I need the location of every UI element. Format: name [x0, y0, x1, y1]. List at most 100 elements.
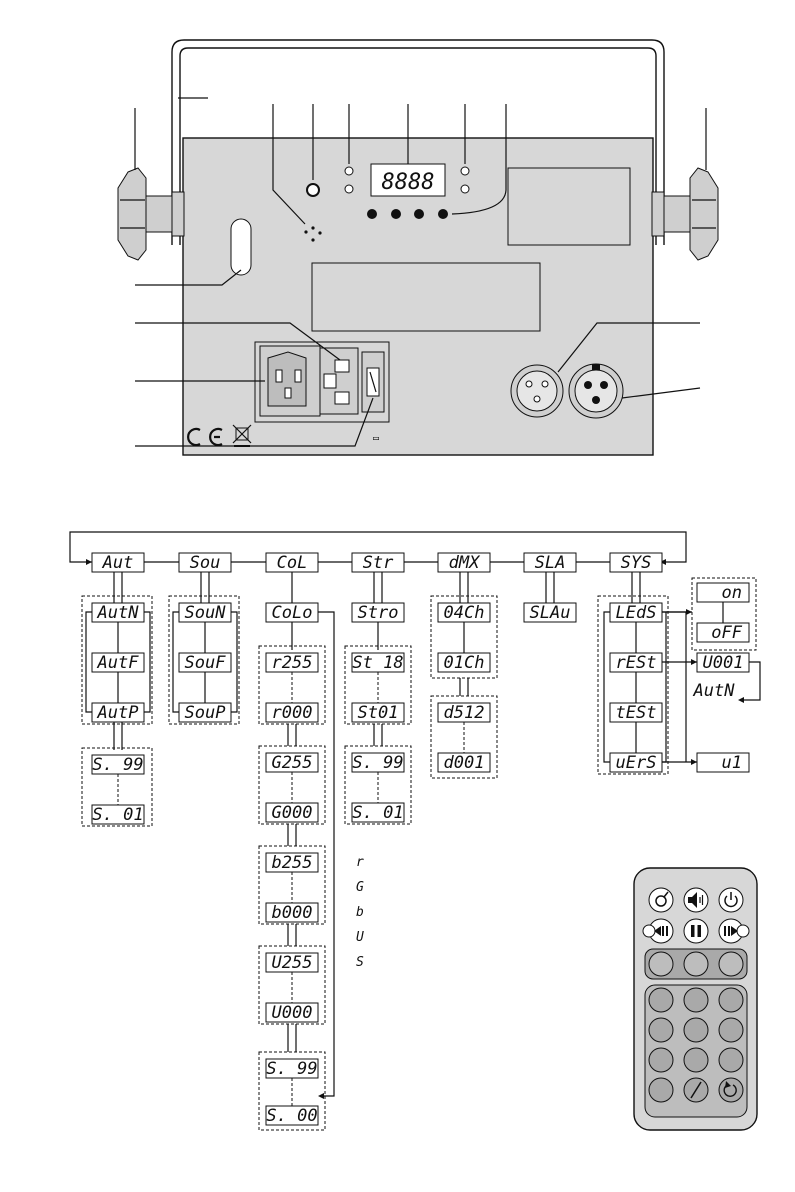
- volume-button[interactable]: [684, 888, 708, 912]
- keypad-button[interactable]: [649, 988, 673, 1012]
- keypad-button[interactable]: [684, 988, 708, 1012]
- svg-text:S. 99: S. 99: [352, 753, 403, 773]
- svg-text:G255: G255: [272, 753, 313, 773]
- top-menu-sys[interactable]: SYS: [610, 553, 662, 573]
- str-value[interactable]: St 18: [352, 653, 404, 673]
- remote-function-button[interactable]: [684, 952, 708, 976]
- col-value[interactable]: U000: [266, 1003, 318, 1023]
- svg-text:AutP: AutP: [97, 703, 139, 723]
- keypad-button[interactable]: [649, 1078, 673, 1102]
- svg-text:tESt: tESt: [616, 703, 657, 723]
- aut-sub-item[interactable]: AutP: [92, 703, 144, 723]
- remote-function-button[interactable]: [719, 952, 743, 976]
- top-menu-str[interactable]: Str: [352, 553, 404, 573]
- sys-sub-item[interactable]: uErS: [610, 753, 662, 773]
- sou-sub-item[interactable]: SouN: [179, 603, 231, 623]
- aut-speed-value[interactable]: S. 01: [92, 805, 144, 825]
- return-button[interactable]: [719, 1078, 743, 1102]
- str-value[interactable]: St01: [352, 703, 404, 723]
- top-menu-col[interactable]: CoL: [266, 553, 318, 573]
- dmx-sub-item[interactable]: 04Ch: [438, 603, 490, 623]
- keypad-button[interactable]: [684, 1018, 708, 1042]
- svg-text:SouF: SouF: [185, 653, 227, 673]
- svg-text:04Ch: 04Ch: [444, 603, 485, 623]
- svg-text:SYS: SYS: [621, 553, 652, 573]
- display-digits: 8888: [382, 170, 435, 195]
- svg-text:SouN: SouN: [185, 603, 227, 623]
- col-value[interactable]: G000: [266, 803, 318, 823]
- svg-text:r000: r000: [272, 703, 313, 723]
- sound-mode-button[interactable]: [649, 888, 673, 912]
- col-sub-item[interactable]: CoLo: [266, 603, 318, 623]
- svg-text:S. 99: S. 99: [92, 755, 143, 775]
- svg-text:oFF: oFF: [711, 623, 742, 643]
- slash-button[interactable]: [684, 1078, 708, 1102]
- remote-function-button[interactable]: [649, 952, 673, 976]
- aut-sub-item[interactable]: AutF: [92, 653, 144, 673]
- keypad-button[interactable]: [719, 1018, 743, 1042]
- keypad-button[interactable]: [649, 1048, 673, 1072]
- keypad-button[interactable]: [719, 1048, 743, 1072]
- down-button[interactable]: [414, 209, 424, 219]
- svg-text:r255: r255: [272, 653, 313, 673]
- svg-text:b000: b000: [272, 903, 313, 923]
- version-value[interactable]: u1: [697, 753, 749, 773]
- top-menu-sla[interactable]: SLA: [524, 553, 576, 573]
- up-button[interactable]: [391, 209, 401, 219]
- col-value[interactable]: G255: [266, 753, 318, 773]
- svg-text:CoLo: CoLo: [272, 603, 313, 623]
- aut-speed-value[interactable]: S. 99: [92, 755, 144, 775]
- top-menu-sou[interactable]: Sou: [179, 553, 231, 573]
- col-value[interactable]: r000: [266, 703, 318, 723]
- dmx-out-connector: [569, 364, 623, 418]
- sys-sub-item[interactable]: LEdS: [610, 603, 662, 623]
- ir-sensor: [307, 184, 319, 196]
- col-connectors: [288, 672, 296, 1106]
- svg-text:U001: U001: [703, 653, 744, 673]
- svg-text:S. 01: S. 01: [92, 805, 143, 825]
- reset-value[interactable]: U001: [697, 653, 749, 673]
- col-value[interactable]: S. 99: [266, 1059, 318, 1079]
- svg-text:SouP: SouP: [185, 703, 226, 723]
- right-knob: [652, 168, 718, 260]
- top-menu-dmx[interactable]: dMX: [438, 553, 490, 573]
- aut-sub-item[interactable]: AutN: [92, 603, 144, 623]
- svg-text:LEdS: LEdS: [616, 603, 657, 623]
- col-value[interactable]: U255: [266, 953, 318, 973]
- keypad-button[interactable]: [684, 1048, 708, 1072]
- leds-option-on[interactable]: on: [697, 583, 749, 603]
- str-value[interactable]: S. 01: [352, 803, 404, 823]
- power-button[interactable]: [719, 888, 743, 912]
- col-value[interactable]: b000: [266, 903, 318, 923]
- sou-sub-item[interactable]: SouF: [179, 653, 231, 673]
- dmx-value[interactable]: d512: [438, 703, 490, 723]
- svg-text:b255: b255: [272, 853, 313, 873]
- sys-sub-item[interactable]: tESt: [610, 703, 662, 723]
- led-indicator: [345, 185, 353, 193]
- sys-sub-item[interactable]: rESt: [610, 653, 662, 673]
- dmx-sub-item[interactable]: 01Ch: [438, 653, 490, 673]
- dmx-in-connector: [511, 365, 563, 417]
- sla-sub-item[interactable]: SLAu: [524, 603, 576, 623]
- str-sub-item[interactable]: Stro: [352, 603, 404, 623]
- power-outlet: [320, 348, 358, 414]
- color-legend: r G b U S: [356, 855, 364, 970]
- col-value[interactable]: r255: [266, 653, 318, 673]
- drop-lines: [114, 572, 640, 603]
- keypad-button[interactable]: [649, 1018, 673, 1042]
- svg-text:r: r: [356, 855, 364, 870]
- svg-text:Str: Str: [363, 553, 394, 573]
- dmx-value[interactable]: d001: [438, 753, 490, 773]
- str-value[interactable]: S. 99: [352, 753, 404, 773]
- col-value[interactable]: b255: [266, 853, 318, 873]
- keypad-button[interactable]: [719, 988, 743, 1012]
- top-menu-aut[interactable]: Aut: [92, 553, 144, 573]
- menu-button[interactable]: [367, 209, 377, 219]
- svg-text:U000: U000: [272, 1003, 313, 1023]
- sou-sub-item[interactable]: SouP: [179, 703, 231, 723]
- play-pause-button[interactable]: [684, 919, 708, 943]
- col-value[interactable]: S. 00: [266, 1106, 318, 1126]
- enter-button[interactable]: [438, 209, 448, 219]
- leds-option-off[interactable]: oFF: [697, 623, 749, 643]
